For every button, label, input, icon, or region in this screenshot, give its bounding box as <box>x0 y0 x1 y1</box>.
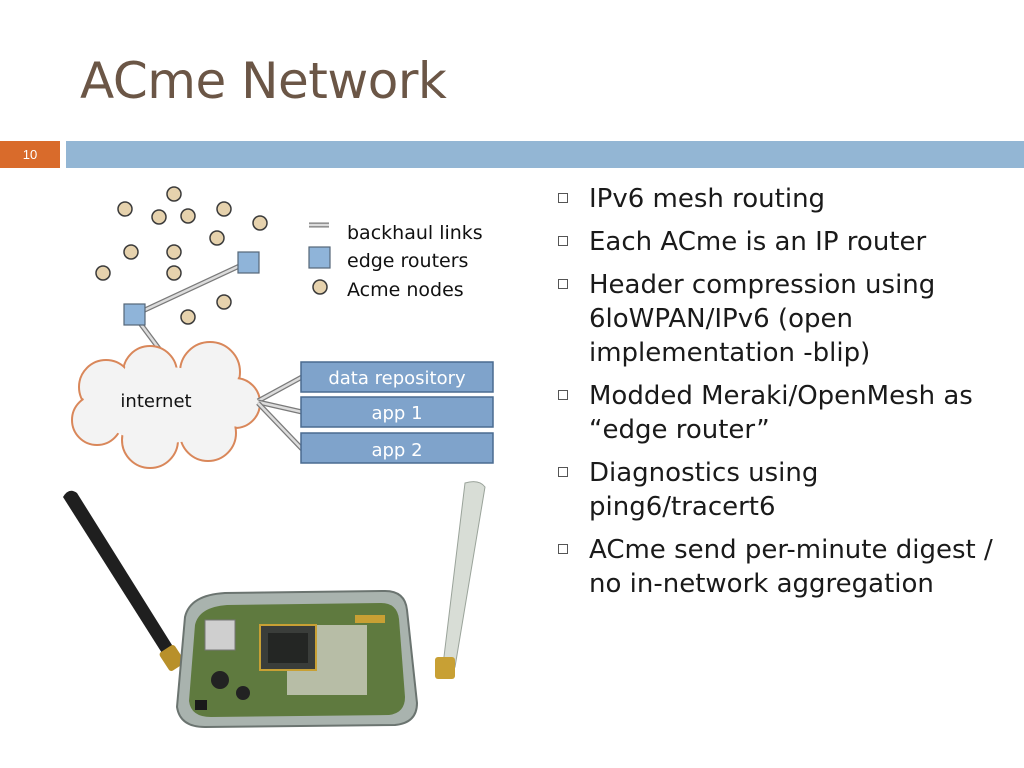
bullet-text: Header compression using 6loWPAN/IPv6 (o… <box>589 270 936 368</box>
acme-node <box>216 201 232 217</box>
header-bar <box>66 141 1024 168</box>
acme-node <box>166 244 182 260</box>
legend-node-icon <box>312 279 328 295</box>
legend-nodes-label: Acme nodes <box>347 279 464 301</box>
right-antenna-icon <box>435 481 486 679</box>
legend: backhaul links edge routers Acme nodes <box>308 222 483 301</box>
acme-node <box>216 294 232 310</box>
legend-edge-icon <box>308 246 331 269</box>
edge-router <box>123 303 146 326</box>
edge-router <box>237 251 260 274</box>
app-box-data-repository <box>300 361 494 393</box>
bullet-square-icon <box>558 279 568 289</box>
legend-backhaul-label: backhaul links <box>347 222 483 244</box>
bullet-square-icon <box>558 193 568 203</box>
bullet-item: Header compression using 6loWPAN/IPv6 (o… <box>558 268 998 370</box>
acme-node <box>123 244 139 260</box>
app-links <box>256 374 304 451</box>
bullet-text: IPv6 mesh routing <box>589 184 826 214</box>
acme-nodes <box>95 186 268 325</box>
bullet-item: Diagnostics using ping6/tracert6 <box>558 456 998 524</box>
app-label-app-2: app 2 <box>371 440 422 461</box>
bullet-square-icon <box>558 390 568 400</box>
acme-node <box>166 265 182 281</box>
legend-edge-label: edge routers <box>347 250 468 272</box>
bullet-item: Modded Meraki/OpenMesh as “edge router” <box>558 379 998 447</box>
acme-node <box>117 201 133 217</box>
app-label-app-1: app 1 <box>371 403 422 424</box>
bullet-item: ACme send per-minute digest / no in-netw… <box>558 533 998 601</box>
acme-node <box>180 309 196 325</box>
bullet-item: Each ACme is an IP router <box>558 225 998 259</box>
acme-node <box>151 209 167 225</box>
acme-node <box>252 215 268 231</box>
bullet-text: Modded Meraki/OpenMesh as “edge router” <box>589 381 973 445</box>
bullet-square-icon <box>558 544 568 554</box>
network-diagram: backhaul links edge routers Acme nodes i… <box>71 186 494 469</box>
bullet-text: ACme send per-minute digest / no in-netw… <box>589 535 993 599</box>
bullet-square-icon <box>558 467 568 477</box>
slide-number: 10 <box>0 141 60 168</box>
internet-label: internet <box>120 391 191 412</box>
acme-node <box>166 186 182 202</box>
backhaul-links <box>131 259 250 352</box>
app-box-app-1 <box>300 396 494 428</box>
app-label-data-repository: data repository <box>328 368 466 389</box>
bullet-square-icon <box>558 236 568 246</box>
left-antenna-icon <box>63 490 185 671</box>
bullet-text: Diagnostics using ping6/tracert6 <box>589 458 819 522</box>
router-photo <box>63 481 486 729</box>
bullet-item: IPv6 mesh routing <box>558 182 998 216</box>
acme-node <box>95 265 111 281</box>
enclosure <box>175 589 419 729</box>
bullet-text: Each ACme is an IP router <box>589 227 927 257</box>
acme-node <box>209 230 225 246</box>
bullet-list: IPv6 mesh routing Each ACme is an IP rou… <box>558 182 998 610</box>
acme-node <box>180 208 196 224</box>
slide-title: ACme Network <box>80 52 447 110</box>
app-box-app-2 <box>300 432 494 464</box>
